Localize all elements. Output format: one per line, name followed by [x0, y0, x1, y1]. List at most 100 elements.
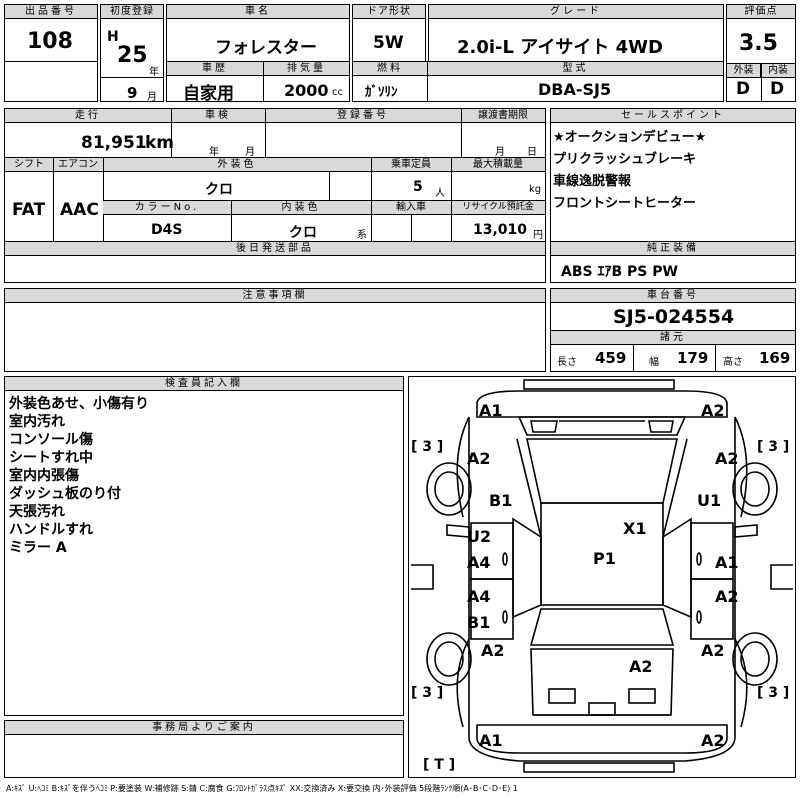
- grade-box: グレード 2.0i-L アイサイト 4WD: [428, 4, 724, 62]
- name-value: フォレスター: [215, 38, 317, 58]
- damage-pillar: X1: [623, 519, 647, 538]
- inspector-line: シートすれ中: [9, 450, 93, 466]
- sales-item: ★オークションデビュー★: [553, 130, 707, 145]
- import-label: 輸入車: [371, 201, 451, 215]
- mileage-label: 走行: [5, 109, 171, 123]
- int-value: D: [770, 79, 785, 99]
- door-label: ドア形状: [353, 5, 425, 19]
- sales-label: セールスポイント: [551, 109, 795, 123]
- capacity-label: 乗車定員: [371, 158, 451, 172]
- intcolor-unit: 系: [357, 230, 367, 241]
- damage-front-left: A1: [479, 401, 503, 420]
- damage-fender-fl: A2: [467, 449, 491, 468]
- damage-fender-fr: A2: [715, 449, 739, 468]
- tyre-front-right: [ 3 ]: [757, 439, 790, 455]
- int-label: 内装: [761, 64, 795, 78]
- name-label: 車名: [167, 5, 349, 19]
- damage-rfender-l: A2: [481, 641, 505, 660]
- lot-label: 出品番号: [5, 5, 97, 19]
- recycle-label: リサイクル預託金: [451, 201, 545, 215]
- mileage-value: 81,951: [81, 133, 147, 153]
- intcolor-label: 内装色: [231, 201, 371, 215]
- legend-text: A:ｷｽﾞ U:ﾍｺﾐ B:ｷｽﾞを伴うﾍｺﾐ P:要塗装 W:補修跡 S:錆 …: [6, 784, 518, 793]
- month-unit: 月: [147, 92, 157, 103]
- reg-label: 初度登録: [101, 5, 163, 19]
- inspector-line: 外装色あせ、小傷有り: [9, 396, 149, 412]
- score-value: 3.5: [739, 31, 778, 56]
- chassis-box: 車台番号 SJ5-024554 諸元 長さ 459 幅 179 高さ 169: [550, 288, 796, 372]
- year-unit: 年: [149, 67, 159, 78]
- damage-rear-left: A1: [479, 731, 503, 750]
- equipment-value: ABS ｴｱB PS PW: [561, 264, 678, 280]
- model-label: 型式: [428, 62, 723, 76]
- damage-door-rr: A1: [715, 553, 739, 572]
- later-label: 後日発送部品: [5, 242, 545, 256]
- ext-value: D: [736, 79, 751, 99]
- fuel-box: 燃料 ｶﾞｿﾘﾝ: [352, 61, 428, 102]
- inspector-line: 天張汚れ: [9, 504, 65, 520]
- model-value: DBA-SJ5: [538, 80, 612, 99]
- office-label: 事務局よりご案内: [5, 721, 403, 735]
- first-registration-box: 初度登録 H 25 年 9 月: [100, 4, 164, 103]
- damage-rear-right: A2: [701, 731, 725, 750]
- inspector-line: ハンドルすれ: [9, 522, 93, 538]
- lot-box: 出品番号 108: [4, 4, 98, 102]
- notes-label: 注意事項欄: [5, 289, 545, 303]
- inspector-label: 検査員記入欄: [5, 377, 403, 391]
- fuel-value: ｶﾞｿﾘﾝ: [365, 85, 398, 100]
- disp-label: 排気量: [264, 62, 349, 76]
- damage-door-fr: U1: [697, 491, 722, 510]
- damage-door-rl2-top: A4: [467, 587, 491, 606]
- displacement-box: 排気量 2000 cc: [263, 61, 350, 102]
- colorno-label: カラーNo.: [103, 201, 231, 215]
- ac-label: エアコン: [53, 158, 103, 172]
- transfer-label: 譲渡書期限: [461, 109, 545, 123]
- tyre-front-left: [ 3 ]: [411, 439, 444, 455]
- damage-front-right: A2: [701, 401, 725, 420]
- inspect-label: 車検: [171, 109, 265, 123]
- notes-box: 注意事項欄: [4, 288, 546, 372]
- hgt-value: 169: [759, 349, 791, 367]
- tyre-rear-left: [ 3 ]: [411, 685, 444, 701]
- capacity-value: 5: [413, 179, 423, 195]
- sales-item: フロントシートヒーター: [553, 196, 697, 211]
- inspector-box: 検査員記入欄 外装色あせ、小傷有り 室内汚れ コンソール傷 シートすれ中 室内内…: [4, 376, 404, 716]
- reg-era: H: [107, 29, 119, 45]
- intcolor-value: クロ: [289, 225, 317, 241]
- shift-label: シフト: [5, 158, 53, 172]
- inspector-line: 室内内張傷: [9, 468, 79, 484]
- equipment-label: 純正装備: [551, 242, 795, 256]
- load-label: 最大積載量: [451, 158, 545, 172]
- door-box: ドア形状 5W: [352, 4, 426, 62]
- len-value: 459: [595, 349, 627, 367]
- disp-value: 2000: [284, 81, 329, 100]
- history-value: 自家用: [183, 84, 234, 104]
- car-name-box: 車名 フォレスター: [166, 4, 350, 62]
- office-box: 事務局よりご案内: [4, 720, 404, 778]
- fuel-label: 燃料: [353, 62, 427, 76]
- regno-label: 登録番号: [265, 109, 461, 123]
- ext-label: 外装: [727, 64, 761, 78]
- transfer-day: 日: [527, 147, 537, 158]
- tyre-rear-right: [ 3 ]: [757, 685, 790, 701]
- colorno-value: D4S: [151, 222, 183, 238]
- grade-label: グレード: [429, 5, 723, 19]
- chassis-label: 車台番号: [551, 289, 795, 303]
- reg-month: 9: [127, 84, 138, 102]
- ac-value: AAC: [60, 200, 99, 220]
- damage-door-fl: B1: [489, 491, 513, 510]
- history-label: 車歴: [167, 62, 263, 76]
- capacity-unit: 人: [435, 188, 445, 199]
- grade-value: 2.0i-L アイサイト 4WD: [457, 37, 663, 58]
- history-box: 車歴 自家用: [166, 61, 264, 104]
- damage-door-rr2: A2: [715, 587, 739, 606]
- inspector-line: ミラー A: [9, 540, 67, 556]
- sales-item: 車線逸脱警報: [553, 174, 632, 189]
- reg-year: 25: [117, 43, 148, 68]
- load-unit: kg: [529, 184, 542, 195]
- spec-label: 諸元: [551, 331, 795, 345]
- disp-unit: cc: [332, 87, 343, 98]
- damage-trunk: A2: [629, 657, 653, 676]
- color-value: クロ: [205, 182, 233, 198]
- color-label: 外装色: [103, 158, 371, 172]
